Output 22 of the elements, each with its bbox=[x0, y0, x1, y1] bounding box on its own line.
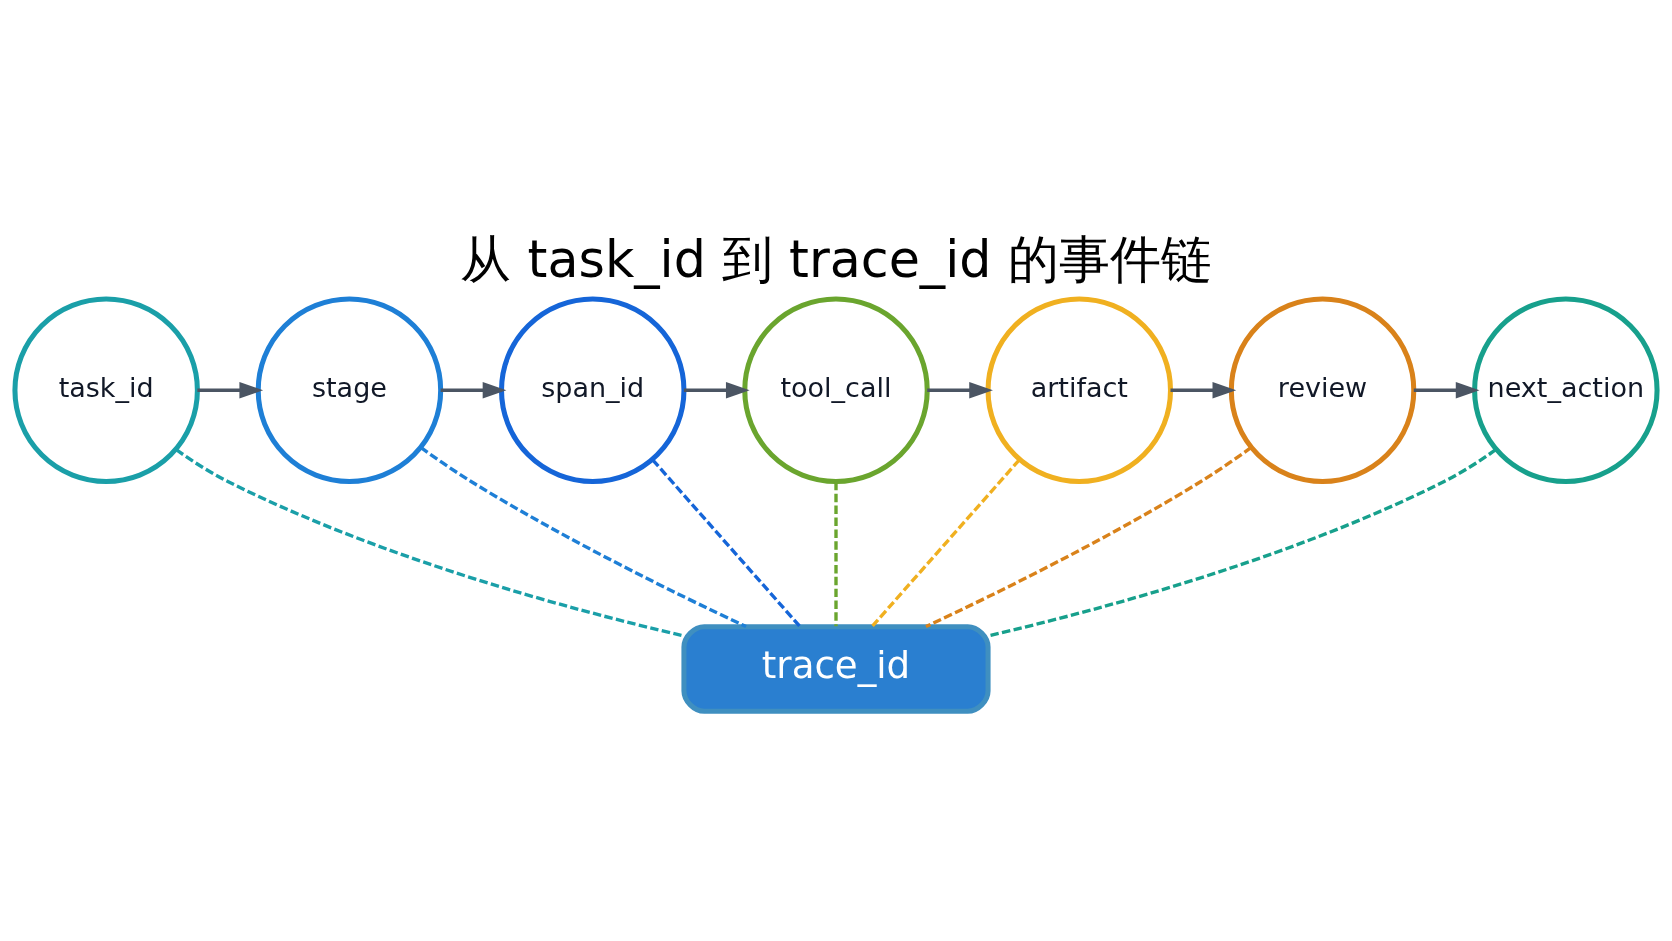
node-circle: review bbox=[1228, 296, 1417, 484]
connector bbox=[834, 482, 838, 627]
node-box: trace_id bbox=[681, 624, 991, 714]
connector bbox=[987, 448, 1497, 638]
arrow bbox=[440, 381, 507, 399]
arrow bbox=[683, 381, 750, 399]
node-circle: stage bbox=[255, 296, 444, 484]
node-circle: artifact bbox=[985, 296, 1174, 484]
arrow bbox=[1170, 381, 1237, 399]
connector bbox=[419, 446, 747, 629]
connector bbox=[175, 448, 685, 638]
connector bbox=[651, 458, 802, 628]
arrow bbox=[197, 381, 264, 399]
arrow bbox=[927, 381, 993, 399]
diagram-title: 从 task_id 到 trace_id 的事件链 bbox=[460, 230, 1212, 290]
node-circle: task_id bbox=[12, 296, 200, 484]
connector bbox=[870, 458, 1021, 628]
node-circle: span_id bbox=[498, 296, 687, 484]
node-circle: tool_call bbox=[742, 296, 930, 484]
arrow bbox=[1413, 381, 1480, 399]
connector bbox=[925, 446, 1253, 629]
node-circle: next_action bbox=[1472, 296, 1660, 484]
